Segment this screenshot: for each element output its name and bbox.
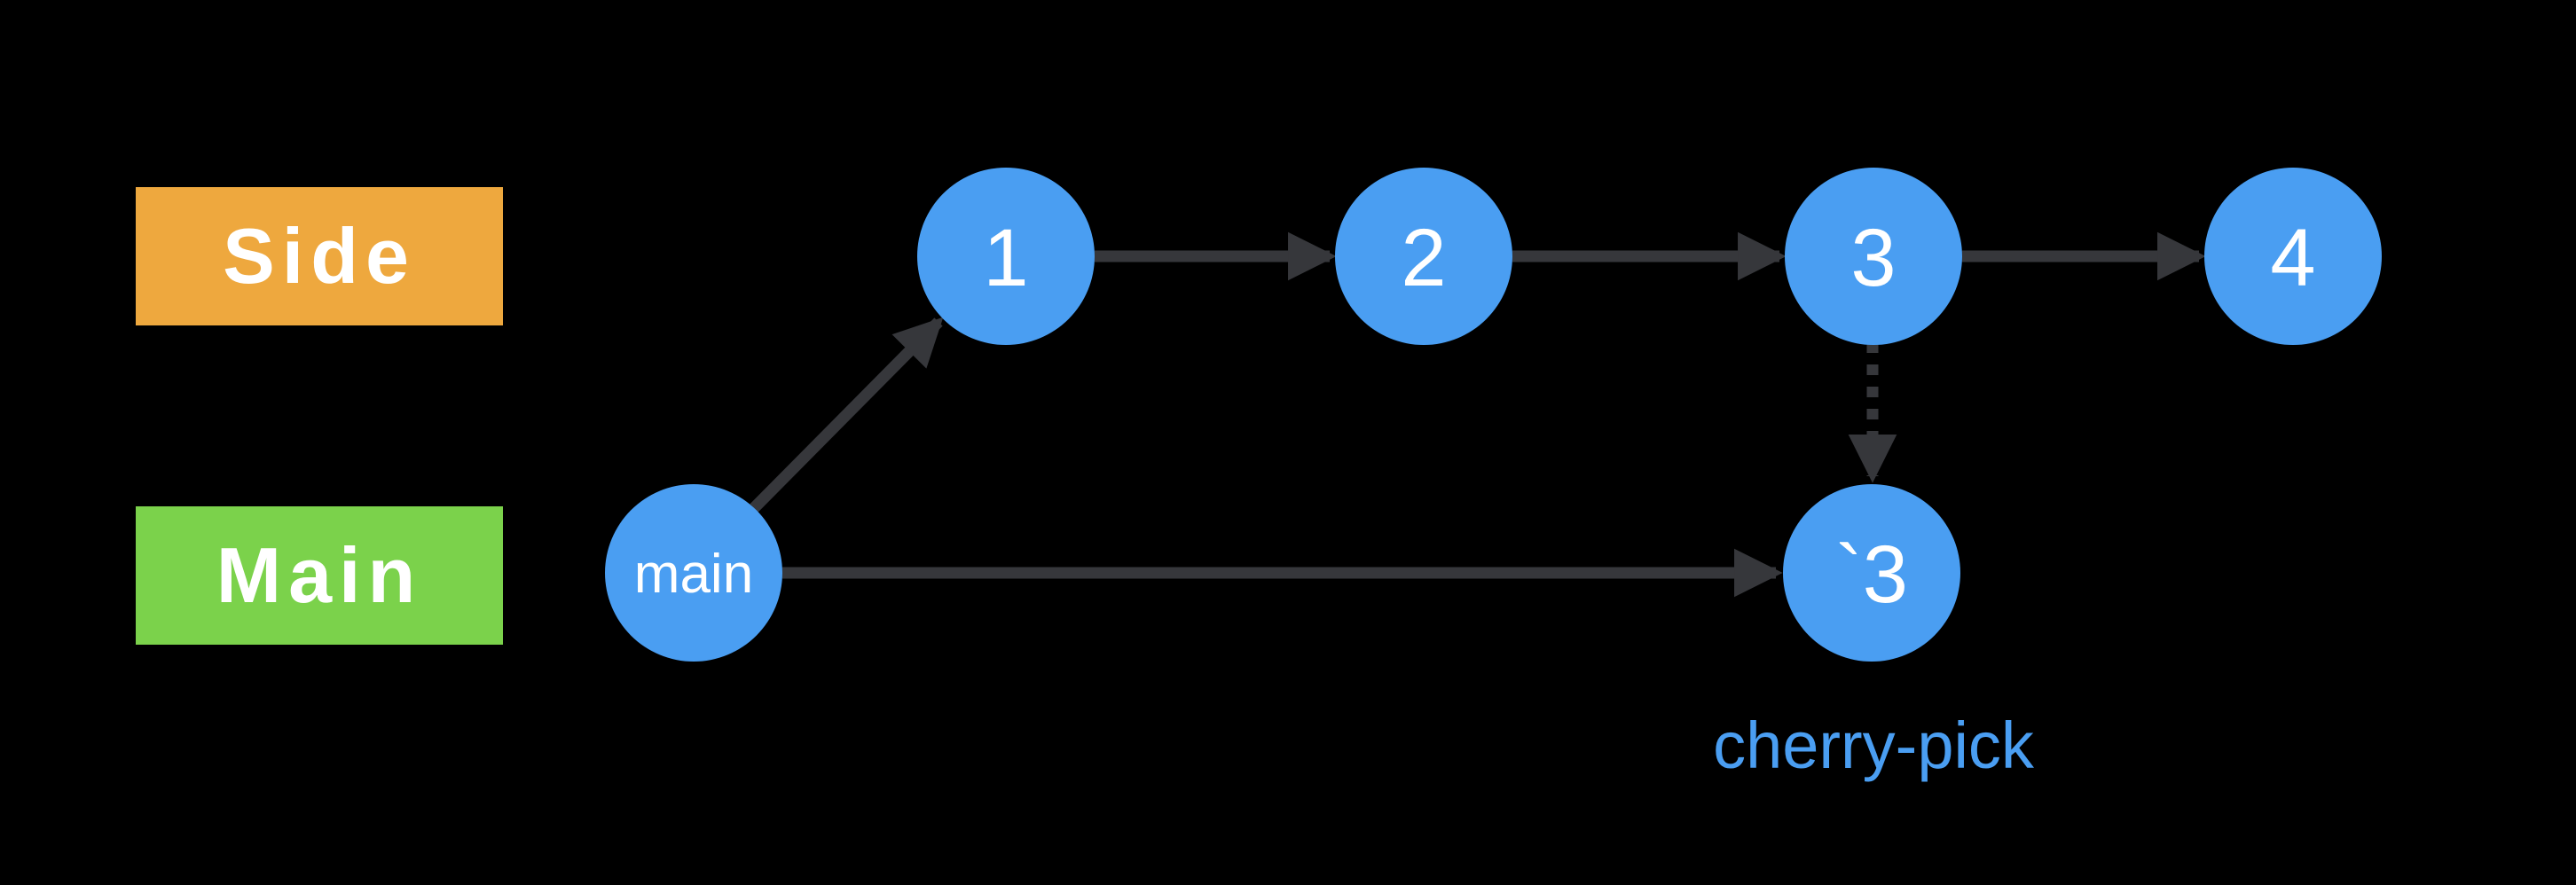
commit-node-3: 3 <box>1785 168 1962 345</box>
commit-circle-main <box>605 484 782 662</box>
commit-circle-4 <box>2204 168 2382 345</box>
branch-label-main-text: Main <box>216 531 423 619</box>
commit-circle-1 <box>917 168 1095 345</box>
commit-label-main: main <box>634 544 753 605</box>
commit-node-2: 2 <box>1335 168 1512 345</box>
branch-label-side-text: Side <box>223 212 416 300</box>
commit-label-2: 2 <box>1401 213 1446 303</box>
commit-node-main: main <box>605 484 782 662</box>
commit-label-1: 1 <box>983 213 1028 303</box>
commit-label-4: 4 <box>2270 213 2315 303</box>
commit-label-3: 3 <box>1850 213 1896 303</box>
arrow-main-to-1 <box>750 317 944 513</box>
commit-circle-3 <box>1785 168 1962 345</box>
cherry-pick-annotation: cherry-pick <box>1713 709 2034 782</box>
commit-node-3prime: `3 <box>1783 484 1960 662</box>
commit-node-4: 4 <box>2204 168 2382 345</box>
commit-label-3prime: `3 <box>1835 529 1908 620</box>
commit-circle-3prime <box>1783 484 1960 662</box>
commit-node-1: 1 <box>917 168 1095 345</box>
commit-circle-2 <box>1335 168 1512 345</box>
branch-label-main: Main <box>136 506 503 645</box>
branch-label-side: Side <box>136 187 503 325</box>
